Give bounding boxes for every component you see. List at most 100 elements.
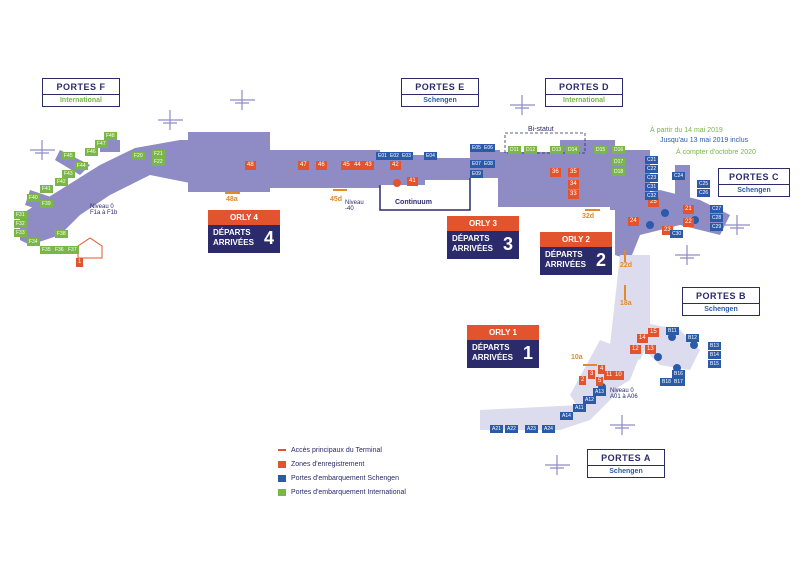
checkin-zone: 42 (390, 161, 401, 170)
gate-f: F39 (40, 200, 53, 208)
gate-a: A13 (593, 388, 606, 396)
checkin-zone: 2 (579, 376, 587, 385)
gate-a: A23 (525, 425, 538, 433)
gate-group-zone: International (42, 94, 120, 107)
gate-group-title: PORTES A (587, 449, 665, 465)
gate-group-title: PORTES F (42, 78, 120, 94)
checkin-zone: 33 (568, 190, 579, 199)
level-note-f: Niveau 0 F1a à F1b (90, 204, 118, 216)
checkin-zone: 15 (648, 328, 659, 337)
orly-line2: ARRIVÉES (452, 244, 493, 253)
gate-e: E09 (470, 170, 483, 178)
note-from-may: À partir du 14 mai 2019 (650, 127, 723, 134)
checkin-zone: 44 (352, 161, 363, 170)
gate-e: E08 (482, 160, 495, 168)
gate-a: A14 (560, 412, 573, 420)
gate-c: C25 (697, 180, 711, 188)
orly-line2: ARRIVÉES (472, 353, 513, 362)
orly-line1: DÉPARTS (545, 250, 583, 259)
gate-e: E02 (388, 152, 401, 160)
orly-body: DÉPARTS ARRIVÉES 4 (208, 225, 280, 253)
gate-c: C30 (670, 230, 684, 238)
checkin-zone: 10 (613, 371, 624, 380)
gate-e: E07 (470, 160, 483, 168)
access-markers (225, 189, 626, 366)
gate-f: F32 (14, 220, 27, 228)
gate-b: B17 (672, 378, 685, 386)
orly-number: 3 (502, 234, 513, 254)
gate-group-title: PORTES B (682, 287, 760, 303)
gate-f: F41 (40, 185, 53, 193)
level-note-orly4: Niveau -40 (345, 200, 364, 212)
gate-e: E06 (482, 144, 495, 152)
gate-c: C26 (697, 189, 711, 197)
checkin-zone: 43 (363, 161, 374, 170)
checkin-zone: 48 (245, 161, 256, 170)
note-bi-statut: Bi-statut (528, 126, 554, 133)
gate-c: C22 (645, 165, 659, 173)
gate-a: A22 (505, 425, 518, 433)
gate-f: F43 (62, 170, 75, 178)
gate-c: C29 (710, 223, 724, 231)
legend-item: Accès principaux du Terminal (278, 444, 406, 456)
orly-line2: ARRIVÉES (213, 238, 254, 247)
gate-group-zone: Schengen (587, 465, 665, 478)
gate-group-zone: International (545, 94, 623, 107)
note-until-may: Jusqu'au 13 mai 2019 inclus (660, 137, 749, 144)
access-22d: 22d (620, 262, 633, 269)
hangar-icon (77, 237, 103, 259)
gate-c: C21 (645, 156, 659, 164)
orly-3-block: ORLY 3 DÉPARTS ARRIVÉES 3 (447, 216, 519, 259)
gate-a: A21 (490, 425, 503, 433)
gate-d: D12 (524, 146, 538, 154)
gate-group-e: PORTES E Schengen (401, 78, 479, 107)
checkin-zone: 46 (316, 161, 327, 170)
gate-f: F46 (85, 148, 98, 156)
orly-line1: DÉPARTS (213, 228, 251, 237)
checkin-zone: 4 (598, 365, 606, 374)
gate-c: C32 (645, 192, 659, 200)
gate-f: F47 (95, 140, 108, 148)
pier-a (480, 380, 620, 430)
gate-b: B13 (708, 342, 721, 350)
checkin-zone: 22 (683, 218, 694, 227)
checkin-zone: 25 (648, 198, 659, 207)
checkin-zone: 12 (630, 345, 641, 354)
gate-e: E01 (376, 152, 389, 160)
continuum-dot (393, 179, 401, 187)
checkin-zone: 47 (298, 161, 309, 170)
orly-2-block: ORLY 2 DÉPARTS ARRIVÉES 2 (540, 232, 612, 275)
orly-number: 2 (595, 250, 606, 270)
access-45d: 45d (330, 196, 343, 203)
gate-c: C28 (710, 214, 724, 222)
orly-4-block: ORLY 4 DÉPARTS ARRIVÉES 4 (208, 210, 280, 253)
gate-group-c: PORTES C Schengen (718, 168, 790, 197)
gate-f: F48 (104, 132, 117, 140)
gate-e: E03 (400, 152, 413, 160)
level-note-a: Niveau 0 A01 à A06 (610, 388, 638, 400)
orly-title: ORLY 4 (208, 210, 280, 225)
gate-f: F38 (55, 230, 68, 238)
gate-group-title: PORTES C (718, 168, 790, 184)
access-48a: 48a (226, 196, 238, 203)
gate-d: D13 (550, 146, 564, 154)
gate-group-a: PORTES A Schengen (587, 449, 665, 478)
note-from-oct: À compter d'octobre 2020 (676, 149, 756, 156)
checkin-zone: 45 (341, 161, 352, 170)
gate-d: D15 (594, 146, 608, 154)
checkin-zone: 14 (637, 334, 648, 343)
continuum-link (379, 178, 471, 211)
access-10a: 10a (571, 354, 583, 361)
gate-group-title: PORTES E (401, 78, 479, 94)
gate-group-b: PORTES B Schengen (682, 287, 760, 316)
checkin-zone: 36 (550, 168, 561, 177)
checkin-zone: 21 (683, 205, 694, 214)
gate-f: F40 (27, 194, 40, 202)
bi-statut-box (504, 132, 586, 154)
gate-c: C31 (645, 183, 659, 191)
gate-f: F35 (40, 246, 53, 254)
legend-item: Portes d'embarquement International (278, 486, 406, 498)
gate-c: C24 (672, 172, 686, 180)
orly-title: ORLY 1 (467, 325, 539, 340)
